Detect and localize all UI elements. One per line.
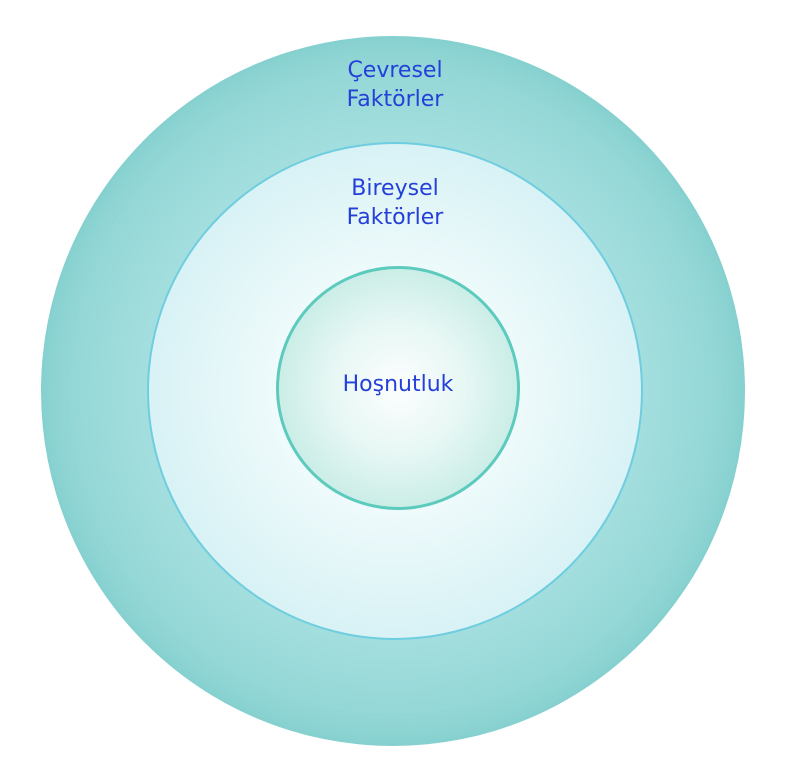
middle-circle-label: Bireysel Faktörler: [295, 174, 495, 232]
middle-label-line-2: Faktörler: [346, 205, 444, 230]
outer-label-line-2: Faktörler: [346, 87, 444, 112]
inner-circle-satisfaction: [276, 266, 520, 510]
inner-label-text: Hoşnutluk: [342, 372, 454, 397]
outer-label-line-1: Çevresel: [347, 58, 443, 83]
inner-circle-label: Hoşnutluk: [298, 370, 498, 399]
middle-label-line-1: Bireysel: [351, 176, 439, 201]
outer-circle-label: Çevresel Faktörler: [295, 56, 495, 114]
